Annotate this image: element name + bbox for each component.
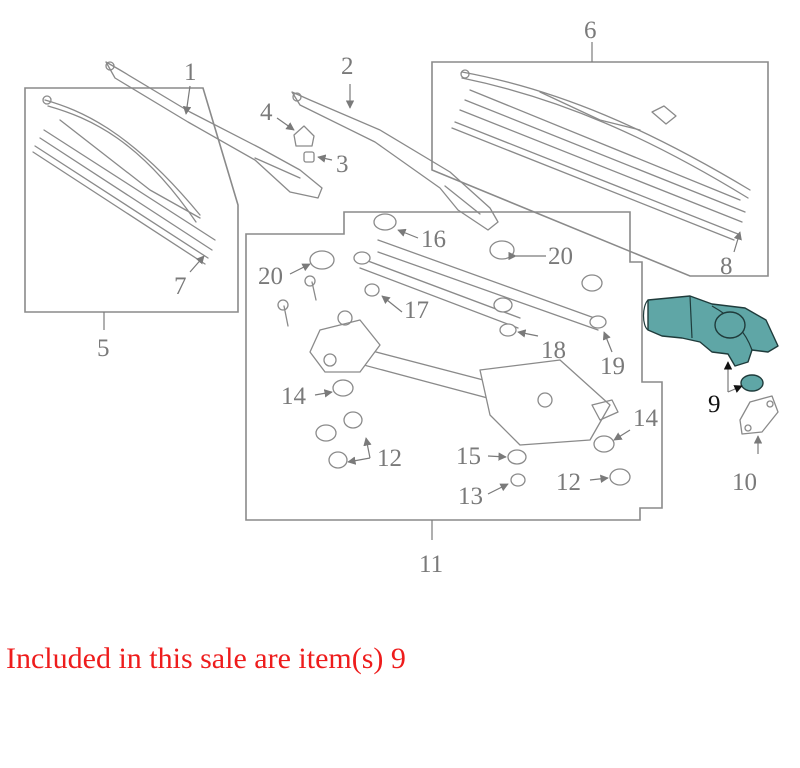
nut-3 <box>303 151 315 163</box>
callout-19: 19 <box>600 353 625 380</box>
callout-14b: 14 <box>633 405 659 432</box>
wiper-arm-1 <box>105 61 323 199</box>
cap-nut-4 <box>293 125 315 147</box>
callout-4: 4 <box>260 99 273 126</box>
callout-2: 2 <box>341 53 354 80</box>
callout-13: 13 <box>458 483 483 510</box>
bracket-10 <box>739 395 779 435</box>
callout-8: 8 <box>720 253 733 280</box>
callout-7: 7 <box>174 273 187 300</box>
callout-14a: 14 <box>281 383 307 410</box>
callout-17: 17 <box>404 297 429 324</box>
callout-18: 18 <box>541 337 566 364</box>
leader-lines <box>103 42 763 540</box>
callout-20a: 20 <box>258 263 283 290</box>
callout-20b: 20 <box>548 243 573 270</box>
wiper-motor-9-highlighted <box>642 295 779 392</box>
callout-5: 5 <box>97 335 110 362</box>
callout-12b: 12 <box>556 469 581 496</box>
callout-12a: 12 <box>377 445 402 472</box>
callout-9: 9 <box>708 391 721 418</box>
linkage-box <box>245 211 663 521</box>
callout-3: 3 <box>336 151 349 178</box>
sale-note: Included in this sale are item(s) 9 <box>6 642 406 675</box>
callout-11: 11 <box>419 551 443 578</box>
wiper-arm-2 <box>291 91 499 231</box>
callout-15: 15 <box>456 443 481 470</box>
callout-numbers: 1 2 3 4 5 6 7 8 9 10 11 12 12 13 14 14 1… <box>97 17 757 578</box>
callout-1: 1 <box>184 59 197 86</box>
callout-6: 6 <box>584 17 597 44</box>
blade-box-right <box>431 61 769 277</box>
blade-box-left <box>24 87 239 313</box>
callout-10: 10 <box>732 469 757 496</box>
callout-16: 16 <box>421 226 446 253</box>
